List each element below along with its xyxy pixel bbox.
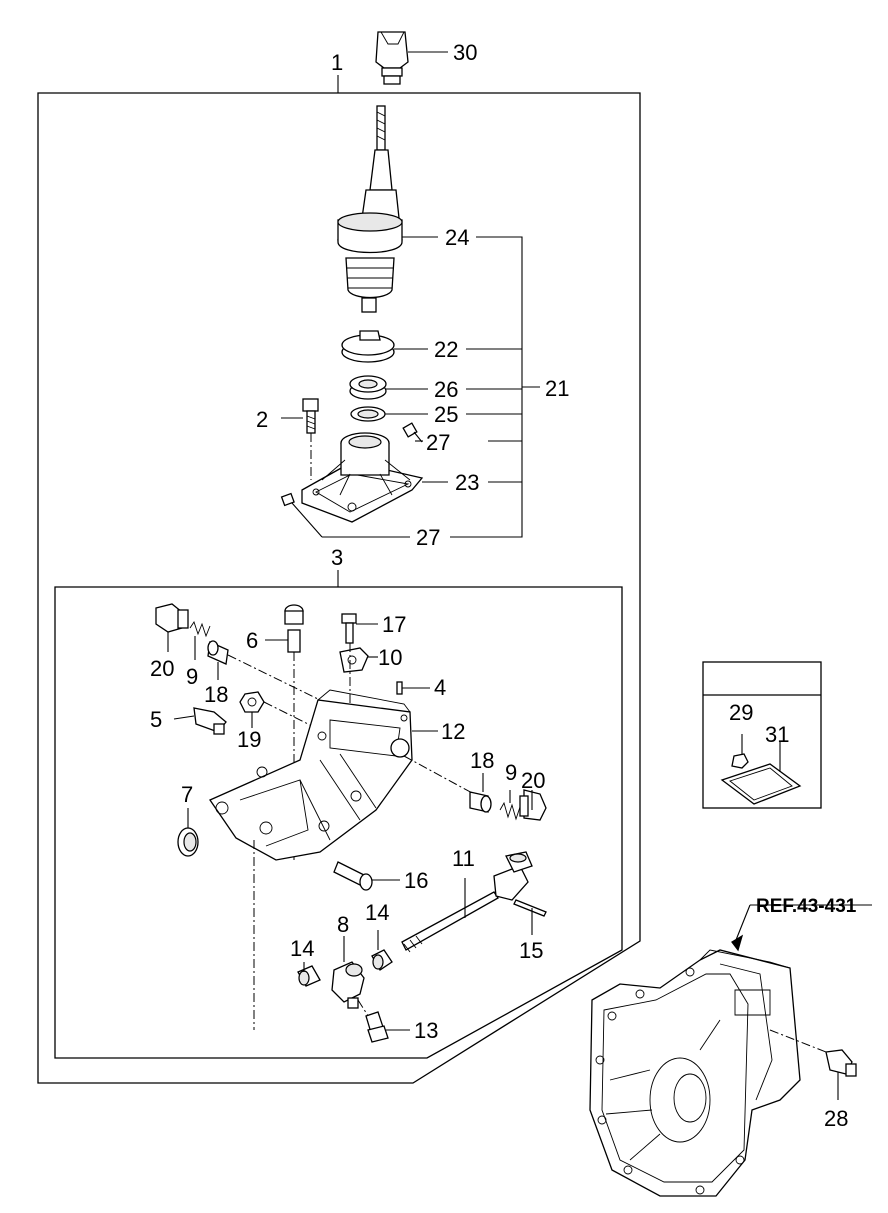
callout-10: 10 — [378, 645, 402, 670]
callout-23: 23 — [455, 470, 479, 495]
callout-19: 19 — [237, 727, 261, 752]
callout-30: 30 — [453, 40, 477, 65]
nut-part-29[interactable] — [731, 734, 749, 769]
transmission-case-ref — [589, 904, 872, 1197]
callout-22: 22 — [434, 337, 458, 362]
callout-20-left: 20 — [150, 656, 174, 681]
callout-8: 8 — [337, 912, 349, 937]
plug-part-20-left[interactable] — [155, 603, 189, 652]
callout-12: 12 — [441, 719, 465, 744]
bushing-part-26[interactable] — [349, 375, 428, 400]
callout-31: 31 — [765, 722, 789, 747]
bolt-part-13[interactable] — [365, 1011, 410, 1043]
callout-25: 25 — [434, 402, 458, 427]
reference-label: REF.43-431 — [756, 896, 857, 917]
switch-part-28[interactable] — [825, 1049, 857, 1100]
screw-part-27-lower[interactable] — [280, 492, 410, 538]
callout-1: 1 — [331, 50, 343, 75]
callout-9-left: 9 — [186, 664, 198, 689]
shift-finger-part-8[interactable] — [331, 936, 373, 1023]
callout-14-left: 14 — [290, 936, 314, 961]
callout-29: 29 — [729, 700, 753, 725]
callout-13: 13 — [414, 1018, 438, 1043]
callout-5: 5 — [150, 707, 162, 732]
callout-27-upper: 27 — [426, 430, 450, 455]
callout-14-right: 14 — [365, 900, 389, 925]
nut-part-19[interactable] — [239, 691, 331, 736]
callout-15: 15 — [519, 938, 543, 963]
callout-3: 3 — [331, 545, 343, 570]
callout-18-right: 18 — [470, 748, 494, 773]
bushing-part-14-right[interactable] — [371, 930, 393, 971]
plug-part-20-right[interactable] — [519, 789, 547, 821]
assembly-3-frame — [54, 570, 623, 1059]
callout-27-lower: 27 — [416, 525, 440, 550]
callout-20-right: 20 — [521, 768, 545, 793]
pin-part-4[interactable] — [396, 681, 430, 695]
callout-16: 16 — [404, 868, 428, 893]
cover-plate-part-31[interactable] — [720, 742, 802, 805]
bushing-part-14-left[interactable] — [297, 962, 321, 987]
washer-part-25[interactable] — [350, 406, 428, 422]
callout-2: 2 — [256, 407, 268, 432]
shift-lever-part-24[interactable] — [337, 105, 438, 313]
oil-seal-part-7[interactable] — [177, 808, 199, 857]
callout-4: 4 — [434, 675, 446, 700]
lever-housing-part-23[interactable] — [301, 432, 448, 523]
clamp-ring-part-22[interactable] — [341, 330, 428, 363]
control-housing-part-12[interactable] — [209, 654, 475, 1030]
callout-28: 28 — [824, 1106, 848, 1131]
callout-7: 7 — [181, 782, 193, 807]
callout-18-left: 18 — [204, 682, 228, 707]
switch-part-5[interactable] — [173, 707, 227, 735]
assembly-21-bracket — [450, 236, 540, 538]
sleeve-part-18-left[interactable] — [207, 640, 229, 680]
callout-6: 6 — [246, 628, 258, 653]
sleeve-part-18-right[interactable] — [469, 773, 492, 813]
pin-part-15[interactable] — [513, 899, 547, 935]
callout-21: 21 — [545, 376, 569, 401]
shift-knob-part-30[interactable] — [375, 31, 448, 85]
callout-11: 11 — [452, 846, 475, 871]
assembly-1-frame — [37, 75, 641, 1084]
bolt-part-17[interactable] — [341, 613, 378, 644]
callout-9-right: 9 — [505, 760, 517, 785]
shift-rail-part-11[interactable] — [401, 851, 533, 953]
pin-part-16[interactable] — [333, 861, 400, 891]
callout-24: 24 — [445, 225, 469, 250]
callout-26: 26 — [434, 377, 458, 402]
callout-17: 17 — [382, 612, 406, 637]
kit-box-29-31 — [702, 661, 822, 809]
screw-part-27-upper[interactable] — [402, 422, 423, 443]
spring-part-9-right[interactable] — [499, 790, 521, 821]
bolt-part-2[interactable] — [281, 398, 319, 480]
spring-part-9-left[interactable] — [189, 620, 211, 660]
